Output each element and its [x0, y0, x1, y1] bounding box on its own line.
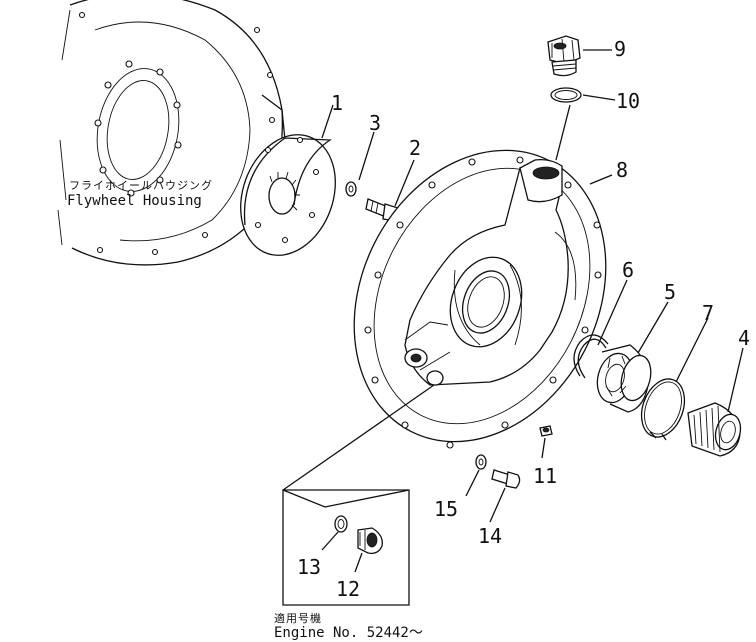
flywheel-housing — [57, 0, 286, 266]
label-part-10: 10 — [616, 89, 640, 113]
label-part-11: 11 — [533, 464, 557, 488]
part-7-snap-ring — [640, 378, 686, 441]
flywheel-housing-en: Flywheel Housing — [67, 193, 202, 209]
part-5-bearing — [596, 344, 652, 413]
part-12-plug — [357, 527, 383, 554]
label-part-5: 5 — [664, 280, 676, 304]
label-part-8: 8 — [616, 158, 628, 182]
spline-gear — [268, 171, 300, 215]
case-bolt-holes — [364, 156, 602, 449]
part-9-plug — [547, 35, 581, 77]
part-13-o-ring — [334, 515, 348, 533]
label-part-7: 7 — [702, 301, 714, 325]
flywheel-housing-caption: フライホイールハウジング Flywheel Housing — [67, 178, 213, 209]
label-part-4: 4 — [738, 326, 750, 350]
part-11-small-plug — [539, 425, 553, 437]
label-part-12: 12 — [336, 577, 360, 601]
part-10-o-ring — [550, 87, 582, 103]
detail-inset — [282, 384, 435, 606]
part-number-labels: 1 2 3 4 5 6 7 8 9 10 11 12 13 14 15 — [297, 37, 750, 601]
part-15-washer — [475, 454, 487, 470]
label-part-1: 1 — [331, 91, 343, 115]
label-part-2: 2 — [409, 136, 421, 160]
part-3-washer — [345, 181, 357, 197]
part-4-sleeve — [687, 402, 742, 457]
part-14-bolt — [491, 469, 521, 489]
label-part-13: 13 — [297, 555, 321, 579]
label-part-3: 3 — [369, 111, 381, 135]
engine-note-jp: 適用号機 — [274, 611, 322, 625]
part-1-drive-plate — [240, 134, 336, 256]
label-part-9: 9 — [614, 37, 626, 61]
engine-note: 適用号機 Engine No. 52442～ — [274, 611, 423, 641]
label-part-6: 6 — [622, 258, 634, 282]
engine-note-en: Engine No. 52442～ — [274, 625, 423, 641]
label-part-14: 14 — [478, 524, 502, 548]
flywheel-housing-jp: フライホイールハウジング — [69, 178, 213, 192]
leader-lines — [321, 49, 744, 573]
label-part-15: 15 — [434, 497, 458, 521]
part-8-pump-case — [353, 149, 607, 449]
